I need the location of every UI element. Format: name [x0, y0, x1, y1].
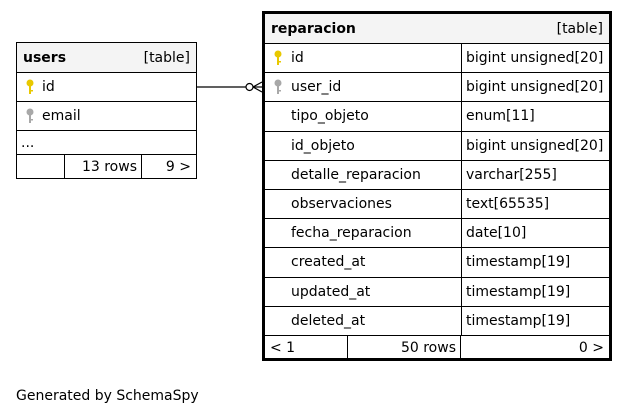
column-name: deleted_at [291, 312, 366, 329]
primary-key-icon [273, 50, 283, 66]
column-name: detalle_reparacion [291, 166, 421, 183]
column-type: enum[11] [461, 102, 609, 131]
users-table[interactable]: users [table] id email ... 13 rows 9 > [16, 42, 197, 179]
foreign-key-icon [273, 79, 283, 95]
column-row: observaciones text[65535] [265, 189, 609, 219]
table-name: reparacion [271, 20, 356, 37]
reparacion-table[interactable]: reparacion [table] id bigint unsigned[20]… [262, 11, 612, 361]
column-type: date[10] [461, 219, 609, 248]
table-name: users [23, 49, 67, 66]
crowfoot-lower [252, 86, 263, 93]
column-name: updated_at [291, 283, 371, 300]
column-row: id bigint unsigned[20] [265, 43, 609, 73]
column-name: id [291, 50, 304, 67]
row-count: 50 rows [349, 336, 461, 359]
column-name: observaciones [291, 196, 392, 213]
table-header: users [table] [17, 43, 196, 72]
column-row: tipo_objeto enum[11] [265, 101, 609, 131]
row-count: 13 rows [65, 155, 142, 178]
column-row: user_id bigint unsigned[20] [265, 72, 609, 102]
more-columns-row: ... [17, 130, 196, 154]
column-name: id_objeto [291, 137, 355, 154]
column-name: created_at [291, 254, 366, 271]
column-type: timestamp[19] [461, 248, 609, 277]
column-type: bigint unsigned[20] [461, 131, 609, 160]
table-type-label: [table] [556, 20, 603, 37]
table-footer: < 1 50 rows 0 > [265, 335, 609, 359]
children-link[interactable]: 0 > [578, 339, 604, 356]
column-row: updated_at timestamp[19] [265, 276, 609, 306]
table-header: reparacion [table] [265, 14, 609, 43]
column-type: bigint unsigned[20] [461, 73, 609, 102]
primary-key-icon [25, 79, 35, 95]
column-type: text[65535] [461, 190, 609, 219]
more-columns-ellipsis: ... [21, 134, 35, 151]
parents-cell [17, 155, 65, 178]
column-type: varchar[255] [461, 160, 609, 189]
column-type: timestamp[19] [461, 277, 609, 306]
column-row: id_objeto bigint unsigned[20] [265, 130, 609, 160]
zero-cardinality-circle [245, 82, 254, 92]
parents-link[interactable]: < 1 [265, 336, 348, 359]
column-row: deleted_at timestamp[19] [265, 305, 609, 335]
column-row: email [17, 101, 196, 130]
children-link[interactable]: 9 > [165, 158, 191, 175]
column-row: fecha_reparacion date[10] [265, 218, 609, 248]
column-type: timestamp[19] [461, 306, 609, 335]
column-row: id [17, 72, 196, 101]
column-name: tipo_objeto [291, 108, 369, 125]
table-footer: 13 rows 9 > [17, 154, 196, 178]
column-name: email [42, 108, 81, 124]
column-row: created_at timestamp[19] [265, 247, 609, 277]
column-name: fecha_reparacion [291, 225, 412, 242]
column-name: user_id [291, 79, 342, 96]
column-name: id [42, 79, 55, 95]
generated-by-caption: Generated by SchemaSpy [16, 388, 199, 404]
column-row: detalle_reparacion varchar[255] [265, 159, 609, 189]
foreign-key-icon [25, 108, 35, 124]
table-type-label: [table] [143, 49, 190, 66]
crowfoot-upper [252, 81, 263, 88]
column-type: bigint unsigned[20] [461, 44, 609, 73]
